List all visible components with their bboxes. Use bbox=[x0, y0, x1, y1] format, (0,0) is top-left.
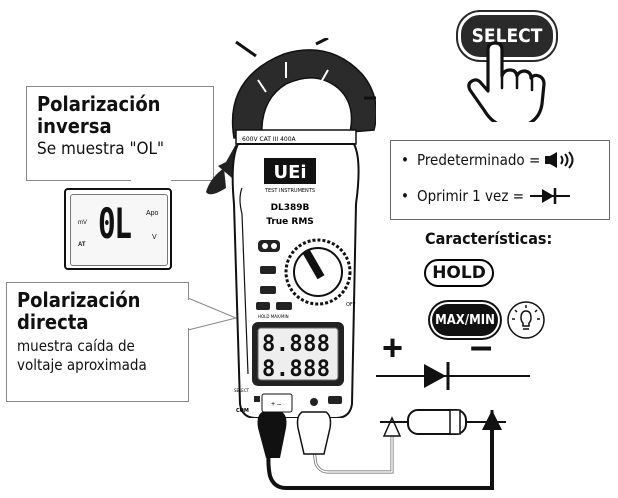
svg-text:+ –: + – bbox=[271, 401, 281, 408]
svg-text:8.888: 8.888 bbox=[262, 357, 330, 382]
svg-text:COM: COM bbox=[236, 408, 249, 414]
svg-text:TEST INSTRUMENTS: TEST INSTRUMENTS bbox=[264, 188, 315, 194]
hold-badge-label: HOLD bbox=[432, 263, 486, 283]
select-button[interactable]: SELECT bbox=[458, 12, 556, 60]
lcd-unit-apo: Apo bbox=[146, 210, 159, 217]
forward-notch-mask bbox=[187, 300, 191, 328]
meter-brand: UEi bbox=[273, 162, 306, 183]
svg-text:HOLD MAX/MIN: HOLD MAX/MIN bbox=[258, 314, 289, 319]
reverse-callout: Polarización inversa Se muestra "OL" bbox=[26, 86, 214, 181]
forward-callout: Polarización directa muestra caída de vo… bbox=[6, 282, 189, 402]
pointing-hand-icon bbox=[467, 41, 546, 122]
circuit-minus-label: – bbox=[470, 324, 493, 368]
svg-text:OFF: OFF bbox=[346, 302, 356, 308]
svg-text:600V CAT III 400A: 600V CAT III 400A bbox=[242, 136, 297, 143]
reverse-title-line2: inversa bbox=[37, 114, 112, 138]
continuity-beep-icon bbox=[545, 151, 574, 169]
legend-bullet: • bbox=[401, 151, 409, 169]
select-button-label: SELECT bbox=[471, 25, 543, 47]
hold-badge[interactable]: HOLD bbox=[424, 259, 494, 287]
maxmin-badge-label: MAX/MIN bbox=[435, 312, 495, 328]
forward-title: Polarización bbox=[17, 288, 141, 312]
legend-press-once-label: Oprimir 1 vez = bbox=[416, 187, 525, 205]
lcd-reading: 0L bbox=[98, 199, 132, 248]
lcd-unit-v: V bbox=[152, 234, 157, 241]
lcd-unit-mv: mV bbox=[78, 220, 87, 226]
clamp-meter-illustration: 600V CAT III 400A UEi TEST INSTRUMENTS D… bbox=[206, 38, 376, 418]
maxmin-badge[interactable]: MAX/MIN bbox=[432, 304, 498, 336]
diode-symbol-icon bbox=[530, 188, 571, 204]
mode-legend: • Predeterminado = • Oprimir 1 vez = bbox=[390, 140, 610, 220]
forward-desc-line1: muestra caída de bbox=[17, 337, 135, 355]
legend-default-label: Predeterminado = bbox=[416, 151, 541, 169]
reverse-desc: Se muestra "OL" bbox=[37, 139, 165, 159]
svg-text:True RMS: True RMS bbox=[266, 217, 314, 227]
forward-desc-line2: voltaje aproximada bbox=[17, 356, 147, 374]
small-lcd-display: mV AT 0L Apo V bbox=[64, 188, 172, 270]
svg-text:SELECT: SELECT bbox=[234, 388, 250, 393]
reverse-title: Polarización bbox=[37, 92, 161, 116]
features-heading: Características: bbox=[425, 229, 553, 248]
svg-text:DL389B: DL389B bbox=[271, 203, 310, 213]
circuit-plus-label: + bbox=[382, 327, 404, 368]
forward-title-line2: directa bbox=[17, 310, 89, 334]
svg-text:8.888: 8.888 bbox=[262, 332, 330, 357]
legend-bullet-2: • bbox=[401, 187, 409, 205]
callout-notch-mask bbox=[131, 178, 171, 182]
backlight-bulb-icon[interactable] bbox=[506, 300, 546, 340]
lcd-unit-at: AT bbox=[78, 242, 86, 248]
